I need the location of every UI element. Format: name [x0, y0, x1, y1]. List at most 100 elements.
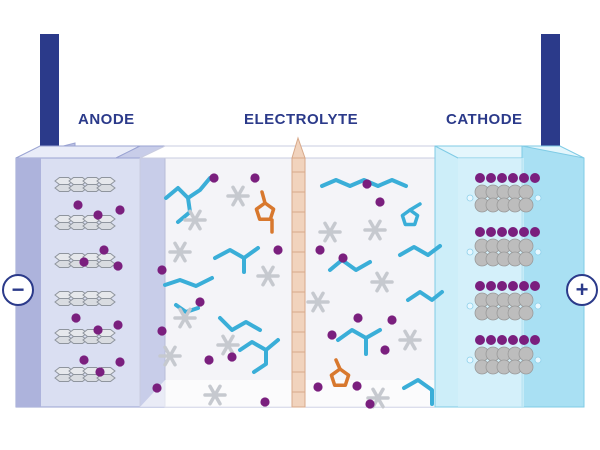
graphite-hexagon [96, 177, 116, 185]
electrolyte-label: ELECTROLYTE [244, 111, 359, 128]
positive-terminal-symbol: + [576, 277, 589, 302]
intercalated-ion [497, 335, 507, 345]
lithium-ion [315, 245, 325, 255]
graphite-layer [54, 291, 116, 306]
intercalated-ion [486, 227, 496, 237]
lithium-ion [273, 245, 283, 255]
cathode-small-atom [466, 248, 474, 256]
intercalated-ion [519, 335, 529, 345]
lithium-ions [71, 173, 397, 409]
intercalated-ion [530, 335, 540, 345]
graphite-hexagon [68, 367, 88, 375]
lithium-ion [209, 173, 219, 183]
ring [329, 367, 351, 388]
graphite-layers [54, 177, 116, 382]
cathode-atom [518, 346, 534, 362]
lithium-ion [79, 355, 89, 365]
lithium-ion [260, 397, 270, 407]
solvent-molecule [402, 378, 434, 406]
cathode-small-atom [534, 248, 542, 256]
additive-molecule [254, 190, 276, 234]
intercalated-ion [475, 173, 485, 183]
lithium-ion [157, 265, 167, 275]
lithium-ion [362, 179, 372, 189]
intercalated-ion [497, 281, 507, 291]
anion-arm [311, 291, 325, 313]
salt-anion [306, 291, 330, 313]
solvent-molecule [320, 178, 408, 188]
cathode-lattice [466, 173, 542, 375]
anode-label: ANODE [78, 111, 135, 128]
intercalated-ion [497, 227, 507, 237]
anion-arm [188, 209, 202, 231]
lithium-ion [352, 381, 362, 391]
anion-arm [368, 219, 382, 241]
lithium-ion [99, 245, 109, 255]
lithium-ion [71, 313, 81, 323]
intercalated-ion [530, 227, 540, 237]
cathode-atom [518, 238, 534, 254]
solvent-molecule [163, 276, 214, 288]
solvent-molecule [406, 290, 444, 302]
cathode-small-atom [466, 356, 474, 364]
bond [334, 358, 342, 371]
solvent-molecule [328, 258, 372, 272]
cathode-label: CATHODE [446, 111, 523, 128]
anion-arm [178, 307, 192, 329]
lithium-ion [113, 261, 123, 271]
graphite-hexagon [82, 253, 102, 261]
salt-anion [183, 209, 207, 231]
intercalated-ion [486, 335, 496, 345]
lithium-ion [79, 257, 89, 267]
cathode-block [466, 281, 542, 321]
anion-arm [173, 241, 187, 263]
salt-anion [216, 334, 240, 356]
anion-arm [163, 345, 177, 367]
solvent-molecule [398, 244, 442, 257]
cathode-atom [518, 197, 534, 213]
additive-molecules [254, 190, 351, 388]
graphite-layer [54, 367, 116, 382]
lithium-ion [327, 330, 337, 340]
graphite-hexagon [96, 253, 116, 261]
graphite-layer [54, 215, 116, 230]
cathode-atom [518, 359, 534, 375]
graphite-hexagon [96, 336, 116, 344]
anode-current-collector-bar [40, 34, 59, 146]
solvent-molecule [238, 338, 280, 374]
cathode-block [466, 227, 542, 267]
plus-circle-icon: + [566, 274, 598, 306]
separator-membrane [291, 136, 306, 408]
lithium-ion [152, 383, 162, 393]
anion-arm [403, 329, 417, 351]
cathode-atom [518, 251, 534, 267]
lithium-ion [250, 173, 260, 183]
intercalated-ion [475, 281, 485, 291]
graphite-hexagon [96, 298, 116, 306]
lithium-ion [375, 197, 385, 207]
solvent-molecule [336, 328, 382, 356]
cathode-atom [518, 292, 534, 308]
intercalated-ion [475, 335, 485, 345]
salt-anion [398, 329, 422, 351]
lithium-ion [115, 205, 125, 215]
graphite-hexagon [96, 184, 116, 192]
lithium-ion [115, 357, 125, 367]
lithium-ion [95, 367, 105, 377]
graphite-hexagon [54, 177, 74, 185]
intercalated-ion [530, 173, 540, 183]
salt-anion [318, 221, 342, 243]
lithium-ion [73, 200, 83, 210]
lithium-ion [93, 325, 103, 335]
lithium-ion [195, 297, 205, 307]
intercalated-ion [508, 227, 518, 237]
lithium-ion [387, 315, 397, 325]
graphite-hexagon [96, 260, 116, 268]
ring [254, 201, 276, 222]
cathode-atom [518, 305, 534, 321]
intercalated-ion [497, 173, 507, 183]
intercalated-ion [486, 281, 496, 291]
lithium-ion [338, 253, 348, 263]
